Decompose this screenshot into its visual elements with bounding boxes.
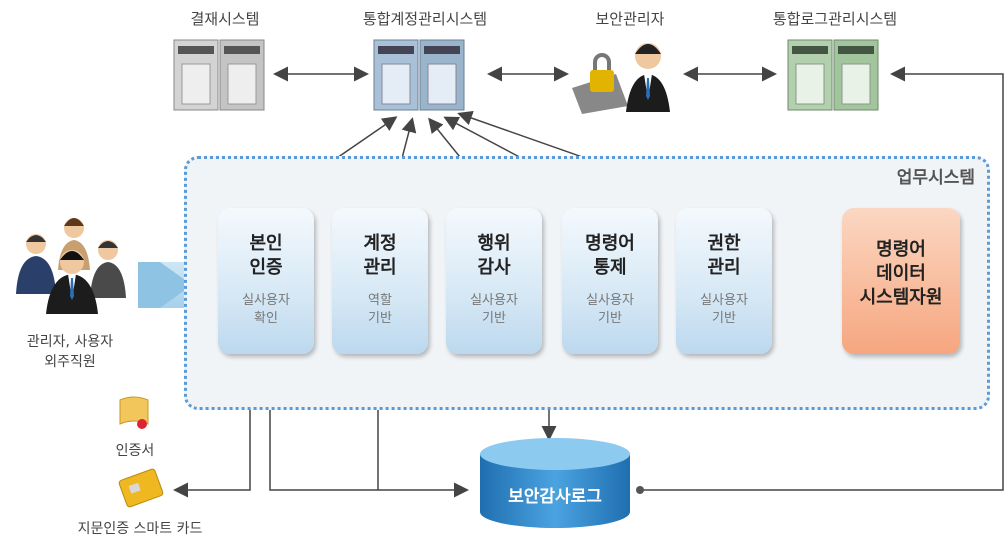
users-group-icon (16, 218, 126, 314)
payment-server-icon (173, 39, 265, 111)
module-title: 본인 인증 (249, 233, 283, 278)
module-permission-mgmt: 권한 관리 실사용자 기반 (676, 208, 772, 354)
certificate-icon (119, 396, 149, 429)
module-account-mgmt: 계정 관리 역할 기반 (332, 208, 428, 354)
command-resource-label: 명령어 데이터 시스템자원 (859, 239, 943, 308)
security-admin-label: 보안관리자 (595, 10, 665, 28)
smartcard-label: 지문인증 스마트 카드 (77, 521, 203, 537)
module-title: 행위 감사 (477, 233, 511, 278)
audit-log-label: 보안감사로그 (508, 487, 602, 507)
log-server-icon (787, 39, 879, 111)
module-subtitle: 역할 기반 (368, 293, 392, 326)
module-title: 계정 관리 (363, 233, 397, 278)
work-system-title: 업무시스템 (896, 168, 975, 188)
module-command-control: 명령어 통제 실사용자 기반 (562, 208, 658, 354)
module-title: 권한 관리 (707, 233, 741, 278)
users-label: 관리자, 사용자 외주직원 (26, 334, 114, 370)
module-subtitle: 실사용자 기반 (700, 293, 748, 326)
module-behavior-audit: 행위 감사 실사용자 기반 (446, 208, 542, 354)
module-subtitle: 실사용자 기반 (470, 293, 518, 326)
module-subtitle: 실사용자 기반 (586, 293, 634, 326)
module-self-auth: 본인 인증 실사용자 확인 (218, 208, 314, 354)
security-admin-icon (572, 43, 670, 114)
smartcard-icon (118, 468, 164, 508)
module-subtitle: 실사용자 확인 (242, 293, 290, 326)
payment-system-label: 결재시스템 (190, 10, 260, 28)
entry-arrow (138, 262, 192, 308)
module-title: 명령어 통제 (585, 233, 635, 278)
link-log-return (640, 66, 1004, 491)
command-resource-box: 명령어 데이터 시스템자원 (842, 208, 960, 354)
iam-server-icon (373, 39, 465, 111)
certificate-label: 인증서 (115, 443, 155, 459)
audit-log-database (480, 438, 630, 528)
log-system-label: 통합로그관리시스템 (772, 10, 898, 28)
iam-system-label: 통합계정관리시스템 (362, 10, 488, 28)
